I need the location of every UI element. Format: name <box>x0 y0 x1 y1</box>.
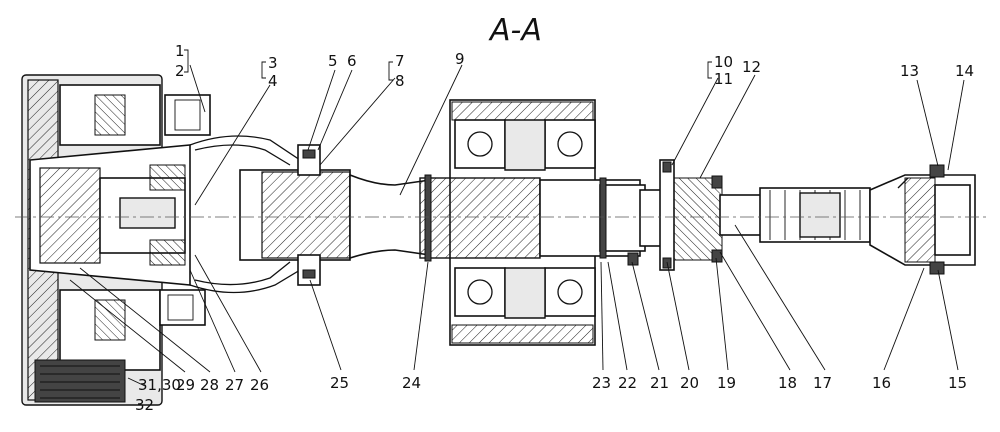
callout-26: 26 <box>250 376 269 394</box>
splined-shaft <box>719 187 871 243</box>
hub-coupling <box>29 94 211 326</box>
callout-24: 24 <box>402 374 421 392</box>
yoke-flange <box>239 144 351 286</box>
callout-23: 23 <box>592 374 611 392</box>
callout-labels: 1 2 3 4 5 6 7 8 9 10 11 12 13 14 15 16 1… <box>135 42 974 414</box>
callout-20: 20 <box>680 374 699 392</box>
callout-3: 3 <box>268 54 278 72</box>
bracket-7-8 <box>388 61 393 81</box>
callout-11: 11 <box>714 70 733 88</box>
callout-13: 13 <box>900 62 919 80</box>
callout-6: 6 <box>347 52 357 70</box>
callout-27: 27 <box>225 376 244 394</box>
callout-19: 19 <box>717 374 736 392</box>
callout-4: 4 <box>268 72 278 90</box>
intermediate-shaft <box>349 173 431 260</box>
callout-21: 21 <box>650 374 669 392</box>
callout-9: 9 <box>455 50 465 68</box>
callout-25: 25 <box>330 374 349 392</box>
callout-1: 1 <box>175 42 185 60</box>
leader-lines <box>69 64 965 387</box>
callout-22: 22 <box>618 374 637 392</box>
callout-32: 32 <box>135 396 154 414</box>
bracket-3-4 <box>261 61 266 79</box>
callout-8: 8 <box>395 72 405 90</box>
callout-15: 15 <box>948 374 967 392</box>
main-shaft <box>419 174 646 262</box>
callout-28: 28 <box>200 376 219 394</box>
callout-18: 18 <box>778 374 797 392</box>
callout-17: 17 <box>813 374 832 392</box>
callout-29: 29 <box>176 376 195 394</box>
callout-10: 10 <box>714 53 733 71</box>
callout-12: 12 <box>742 58 761 76</box>
callout-7: 7 <box>395 52 405 70</box>
flange-sleeve <box>627 159 723 271</box>
callout-16: 16 <box>872 374 891 392</box>
callout-14: 14 <box>955 62 974 80</box>
bracket-10-11 <box>707 61 712 79</box>
callout-30-31: 31,30 <box>138 376 181 394</box>
bracket-1-2 <box>184 49 189 73</box>
callout-5: 5 <box>328 52 338 70</box>
right-yoke <box>869 164 976 275</box>
callout-2: 2 <box>175 62 185 80</box>
section-title: A-A <box>488 13 542 48</box>
